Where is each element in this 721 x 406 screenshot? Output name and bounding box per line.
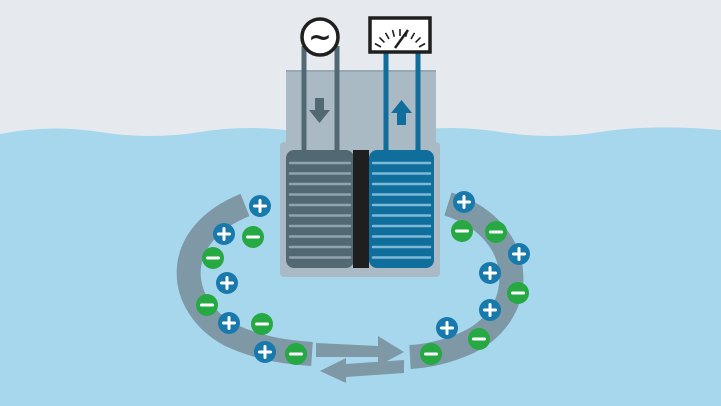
separator-membrane	[353, 150, 369, 268]
voltmeter-tick	[414, 36, 422, 44]
left-electrode-body	[286, 150, 354, 268]
plus-ion-icon	[249, 195, 271, 217]
voltmeter-needle	[393, 29, 410, 49]
flow-arrow-right	[316, 336, 404, 366]
plus-ion-icon	[479, 299, 501, 321]
arrow-up-icon	[397, 112, 406, 125]
plus-ion-icon	[218, 312, 240, 334]
plus-ion-icon	[254, 341, 276, 363]
minus-ion-icon	[251, 313, 273, 335]
tank-upper-part	[286, 70, 436, 148]
minus-ion-icon	[285, 343, 307, 365]
voltmeter-tick	[391, 29, 396, 37]
right-electrode-body	[369, 150, 434, 268]
voltmeter-tick	[418, 42, 426, 48]
minus-ion-icon	[451, 220, 473, 242]
ac-source-icon	[300, 17, 340, 57]
minus-ion-icon	[420, 343, 442, 365]
ac-source: ~	[300, 17, 340, 57]
minus-ion-icon	[202, 247, 224, 269]
minus-ion-icon	[196, 294, 218, 316]
arrow-down-icon	[315, 98, 324, 111]
left-electrode	[286, 150, 354, 268]
loop-left-arc	[176, 193, 313, 366]
ac-source-symbol: ~	[308, 20, 331, 53]
voltmeter-tick	[384, 32, 390, 40]
right-electrode	[369, 150, 434, 268]
voltmeter	[368, 16, 432, 54]
arrow-up-head	[391, 100, 412, 113]
plus-ion-icon	[436, 317, 458, 339]
charge-direction-arrow	[309, 98, 330, 123]
plus-ion-icon	[216, 272, 238, 294]
discharge-direction-arrow	[391, 100, 412, 125]
voltmeter-tick	[378, 36, 386, 44]
ions-right-loop	[420, 191, 530, 365]
plus-ion-icon	[479, 262, 501, 284]
minus-ion-icon	[468, 328, 490, 350]
plus-ion-icon	[213, 223, 235, 245]
right-electrode-plates	[371, 161, 432, 259]
left-electrode-plates	[288, 161, 352, 259]
ions-left-loop	[196, 195, 307, 365]
voltmeter-tick	[410, 32, 416, 40]
plus-ion-icon	[508, 243, 530, 265]
plus-ion-icon	[453, 191, 475, 213]
minus-ion-icon	[242, 226, 264, 248]
voltmeter-tick	[374, 42, 382, 48]
arrow-down-head	[309, 110, 330, 123]
minus-ion-icon	[507, 282, 529, 304]
wires	[301, 46, 421, 153]
minus-ion-icon	[485, 221, 507, 243]
flow-arrow-left	[320, 358, 404, 383]
